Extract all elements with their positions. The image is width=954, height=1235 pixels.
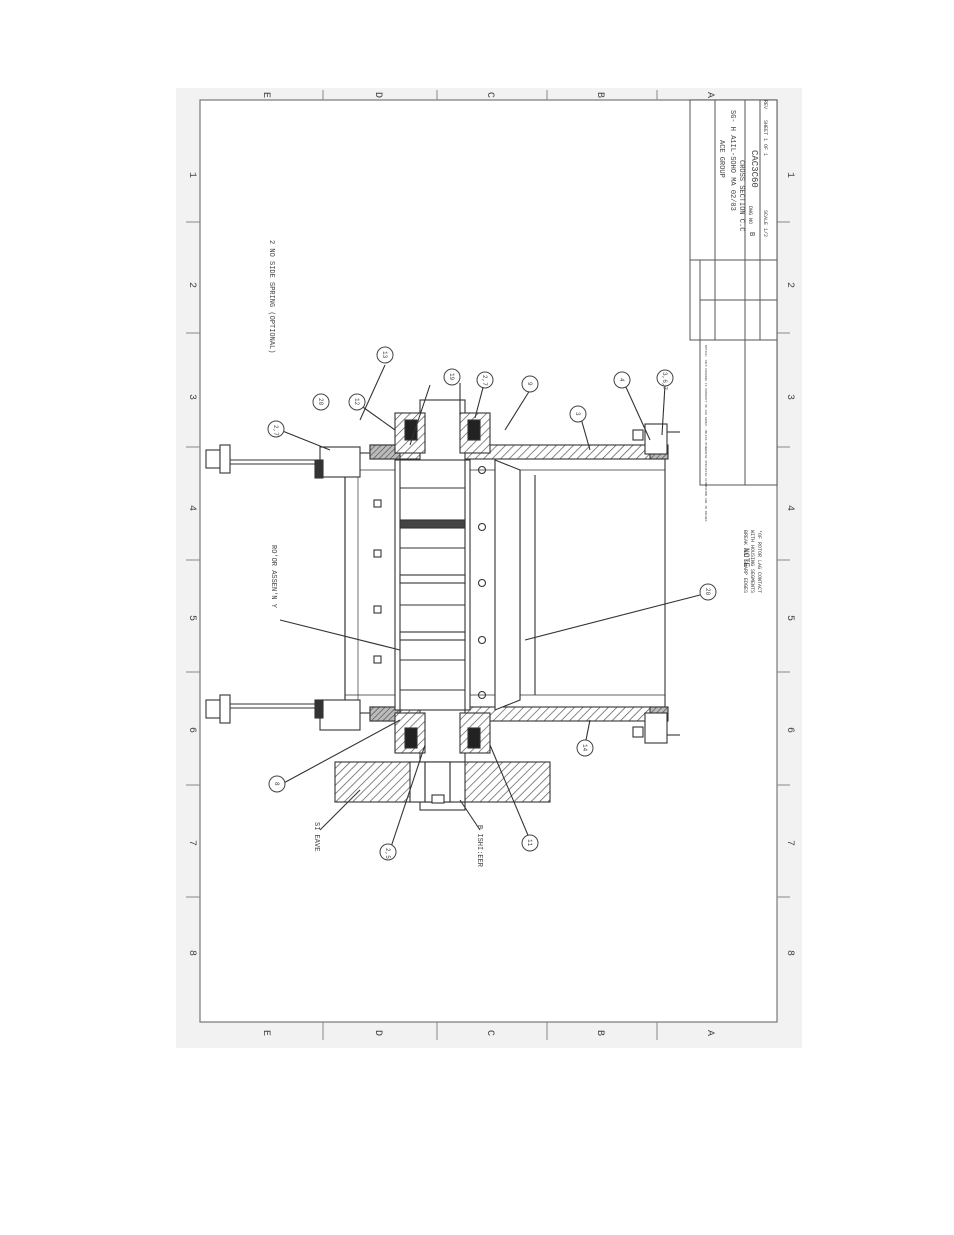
border-number: 2 <box>784 282 795 288</box>
border-number: 1 <box>186 172 197 178</box>
company-name: ACE GROUP <box>717 140 725 178</box>
balloon-number: 12 <box>353 398 360 406</box>
border-number: 7 <box>186 840 197 846</box>
border-number: 6 <box>784 727 795 733</box>
border-number: 5 <box>784 615 795 621</box>
border-letter-labels: E D C B A E D C B A <box>260 92 715 1036</box>
border-letter: D <box>372 92 383 98</box>
drawing-subtitle: SG- H A1IL-SOHO MA 02/03 <box>728 110 736 211</box>
drawing-description: CROSS SECTION C.C <box>737 160 745 231</box>
border-number: 7 <box>784 840 795 846</box>
border-letter: C <box>484 1030 495 1036</box>
border-number: 4 <box>784 505 795 511</box>
rotor-assembly-label: RO'OR ASSEN'N Y <box>269 545 277 609</box>
sheave-label: SI EAVE <box>312 822 320 851</box>
border-letter: B <box>594 92 605 98</box>
balloon-number: 20 <box>704 588 711 596</box>
cross-section <box>205 364 701 851</box>
dwg-number: CAC3C60 <box>749 150 759 188</box>
border-number: 4 <box>186 505 197 511</box>
revision-notice: NOTICE: THIS DRAWING IS PROPERTY OF ACE … <box>704 345 707 522</box>
bushing-label: B ISHI:EER <box>475 825 483 868</box>
balloon-number: 4 <box>618 378 625 382</box>
balloon-number: 8 <box>273 782 280 786</box>
border-number-labels: 1 2 3 4 5 6 7 8 1 2 3 4 5 6 7 8 <box>186 172 795 956</box>
title-block <box>689 99 778 486</box>
dwg-no-label: DWG NO <box>747 206 753 224</box>
border-number: 3 <box>186 394 197 400</box>
border-number: 1 <box>784 172 795 178</box>
border-ticks <box>186 90 790 1040</box>
note-title: NOTE <box>741 548 750 567</box>
balloon-number: 3 <box>574 412 581 416</box>
border-letter: A <box>704 1030 715 1036</box>
balloon-number: 13 <box>381 351 388 359</box>
balloon-number: 14 <box>581 744 588 752</box>
balloon-labels: 13 12 19 2,7 9 3 4 3,6,7 20 8 2,5 11 14 … <box>272 351 711 859</box>
note-body: *OF ROTOR LAG CONTACT WITH HOUSING SEGME… <box>742 530 762 596</box>
drawing-labels: RO'OR ASSEN'N Y SI EAVE B ISHI:EER 2 NO … <box>267 240 750 868</box>
balloon-number: 2,7 <box>272 425 279 436</box>
part-balloons <box>267 346 717 861</box>
balloon-number: 3,6,7 <box>661 372 668 390</box>
drawing-scale: SCALE 1/2 <box>762 210 768 237</box>
rotor-body <box>394 459 471 711</box>
border-letter: B <box>594 1030 605 1036</box>
spring-option-label: 2 NO SIDE SPRING (OPTIONAL) <box>267 240 275 353</box>
balloon-number: 2,5 <box>384 848 391 859</box>
sheet-count: SHEET 1 OF 1 <box>762 120 768 156</box>
border-letter: E <box>260 1030 271 1036</box>
border-number: 6 <box>186 727 197 733</box>
border-letter: D <box>372 1030 383 1036</box>
border-letter: C <box>484 92 495 98</box>
balloon-number: 2,7 <box>481 375 488 386</box>
border-number: 8 <box>784 950 795 956</box>
border-number: 8 <box>186 950 197 956</box>
border-number: 5 <box>186 615 197 621</box>
border-number: 3 <box>784 394 795 400</box>
balloon-number: 9 <box>526 382 533 386</box>
balloon-number: 20 <box>317 398 324 406</box>
balloon-number: 19 <box>448 373 455 381</box>
sheet-size: B <box>747 232 755 236</box>
border-number: 2 <box>186 282 197 288</box>
balloon-number: 11 <box>526 839 533 847</box>
title-block-text: ACE GROUP SG- H A1IL-SOHO MA 02/03 CROSS… <box>704 100 768 522</box>
border-letter: A <box>704 92 715 98</box>
border-letter: E <box>260 92 271 98</box>
rev-label: REV <box>762 100 768 109</box>
